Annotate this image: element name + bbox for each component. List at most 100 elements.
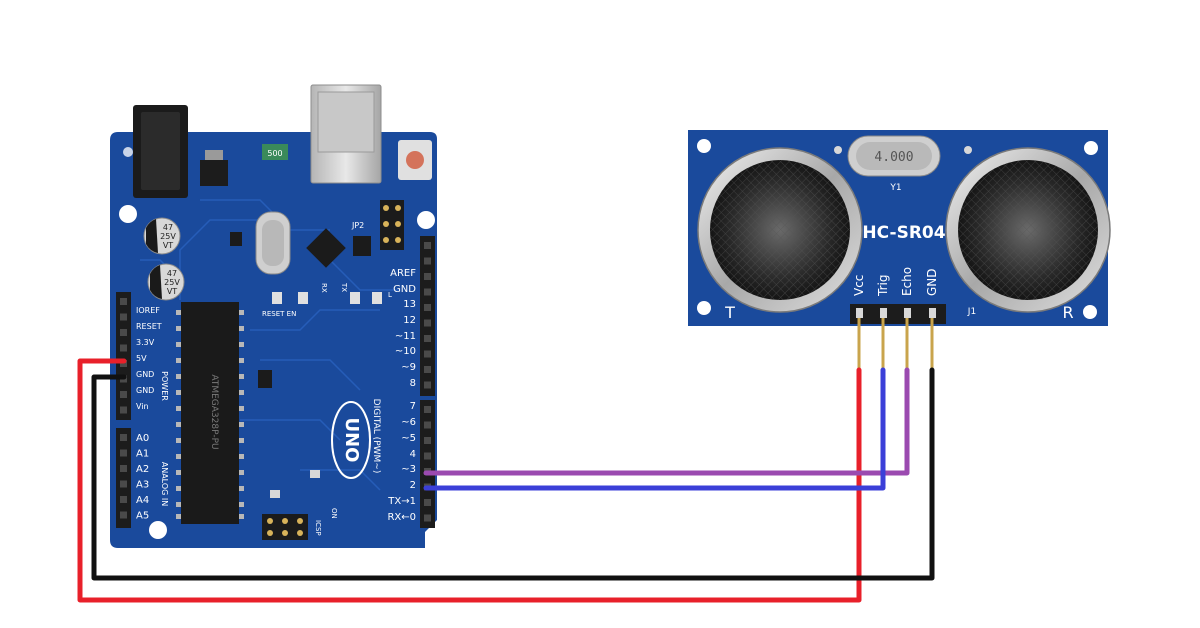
wire-vcc (77, 358, 862, 603)
digital-pin-label: AREF (390, 268, 416, 279)
uno-logo: UNO (331, 401, 371, 479)
header-hole (424, 437, 431, 444)
wire-trig (423, 367, 886, 491)
header-hole (120, 496, 127, 503)
sensor-model-label: HC-SR04 (862, 223, 945, 243)
sensor-pin-lead (930, 318, 934, 368)
header-hole (120, 329, 127, 336)
header-hole (120, 391, 127, 398)
header-hole (424, 288, 431, 296)
cap2-value: 47 (167, 269, 177, 278)
header-hole (120, 465, 127, 472)
uno-text: UNO (341, 418, 362, 463)
digital-pin-label: ~10 (395, 346, 416, 357)
capacitor-2: 47 25V VT (147, 263, 185, 301)
reset-en-label: RESET EN (262, 310, 296, 318)
cap1-value: 47 (163, 223, 173, 232)
header-hole (424, 381, 431, 389)
crystal-ref-label: Y1 (889, 183, 901, 193)
fuse-label: 500 (267, 149, 282, 158)
analog-pin-label: A5 (136, 511, 149, 522)
header-hole (120, 480, 127, 488)
header-hole (424, 421, 431, 429)
digital-header-high (420, 236, 435, 396)
capacitor-1: 47 25V VT (143, 217, 181, 255)
via (964, 146, 972, 154)
icsp-header-bottom (262, 514, 308, 540)
sensor-pin-pad (880, 308, 887, 318)
sensor-mounting-hole (697, 139, 711, 153)
icsp-label: ICSP (314, 520, 322, 536)
sensor-pin-label: Vcc (852, 275, 866, 296)
cap2-voltage: 25V (164, 278, 180, 287)
header-hole (120, 406, 127, 414)
header-hole (424, 304, 431, 311)
header-hole (120, 313, 127, 321)
power-pin-label: 3.3V (136, 338, 155, 347)
power-pin-label: Vin (136, 402, 149, 411)
power-pin-label: GND (136, 386, 154, 395)
header-hole (424, 499, 431, 506)
sensor-mounting-hole (1084, 141, 1098, 155)
power-pin-label: 5V (136, 354, 147, 363)
digital-pin-label: GND (393, 284, 416, 295)
power-pin-label: IOREF (136, 306, 160, 315)
jp2-label: JP2 (351, 221, 364, 230)
digital-pin-label: 12 (403, 315, 416, 326)
digital-pin-label: TX→1 (387, 496, 416, 507)
power-header (116, 292, 131, 420)
header-hole (424, 452, 431, 460)
voltage-regulator (200, 160, 228, 186)
analog-pin-label: A2 (136, 464, 149, 475)
smd-components (230, 232, 382, 498)
header-hole (424, 257, 431, 265)
mounting-hole (149, 521, 167, 539)
sensor-pin-label: GND (925, 268, 939, 296)
digital-pin-label: ~9 (401, 362, 416, 373)
header-hole (424, 514, 431, 522)
digital-group-label: DIGITAL (PWM~) (371, 399, 381, 474)
sensor-crystal: 4.000 (847, 135, 941, 177)
digital-pin-label: ~5 (401, 433, 416, 444)
icsp-header-top (380, 200, 404, 250)
l-led-label: L (388, 291, 392, 299)
crystal-frequency: 4.000 (874, 150, 913, 165)
digital-pin-label: RX←0 (387, 512, 416, 523)
wire-echo (423, 367, 910, 476)
sensor-pin-lead (857, 318, 861, 368)
sensor-mounting-hole (1083, 305, 1097, 319)
cap1-voltage: 25V (160, 232, 176, 241)
cap1-brand: VT (163, 241, 173, 250)
sensor-pin-header (850, 304, 946, 324)
analog-pin-label: A0 (136, 433, 149, 444)
power-group-label: POWER (160, 371, 169, 401)
chip-label: ATMEGA328P-PU (209, 374, 219, 449)
sensor-pins (856, 308, 936, 368)
analog-pin-label: A3 (136, 480, 149, 491)
cap2-brand: VT (167, 287, 177, 296)
header-hole (424, 366, 431, 373)
header-hole (424, 335, 431, 342)
digital-pin-label: 13 (403, 299, 416, 310)
header-hole (120, 344, 127, 352)
tx-led-label: TX (340, 282, 348, 292)
via (834, 146, 842, 154)
analog-pin-label: A1 (136, 449, 149, 460)
power-pin-label: RESET (136, 322, 162, 331)
arduino-board: 500 47 25V VT 47 25V VT (110, 84, 437, 548)
fuse (262, 144, 288, 160)
header-hole (424, 273, 431, 280)
header-hole (120, 434, 127, 441)
wire-gnd (91, 367, 935, 581)
digital-pin-label: 4 (410, 449, 416, 460)
header-hole (120, 511, 127, 519)
jp2-header (353, 236, 371, 256)
sensor-pin-lead (905, 318, 909, 368)
connector-ref-label: J1 (967, 307, 976, 317)
